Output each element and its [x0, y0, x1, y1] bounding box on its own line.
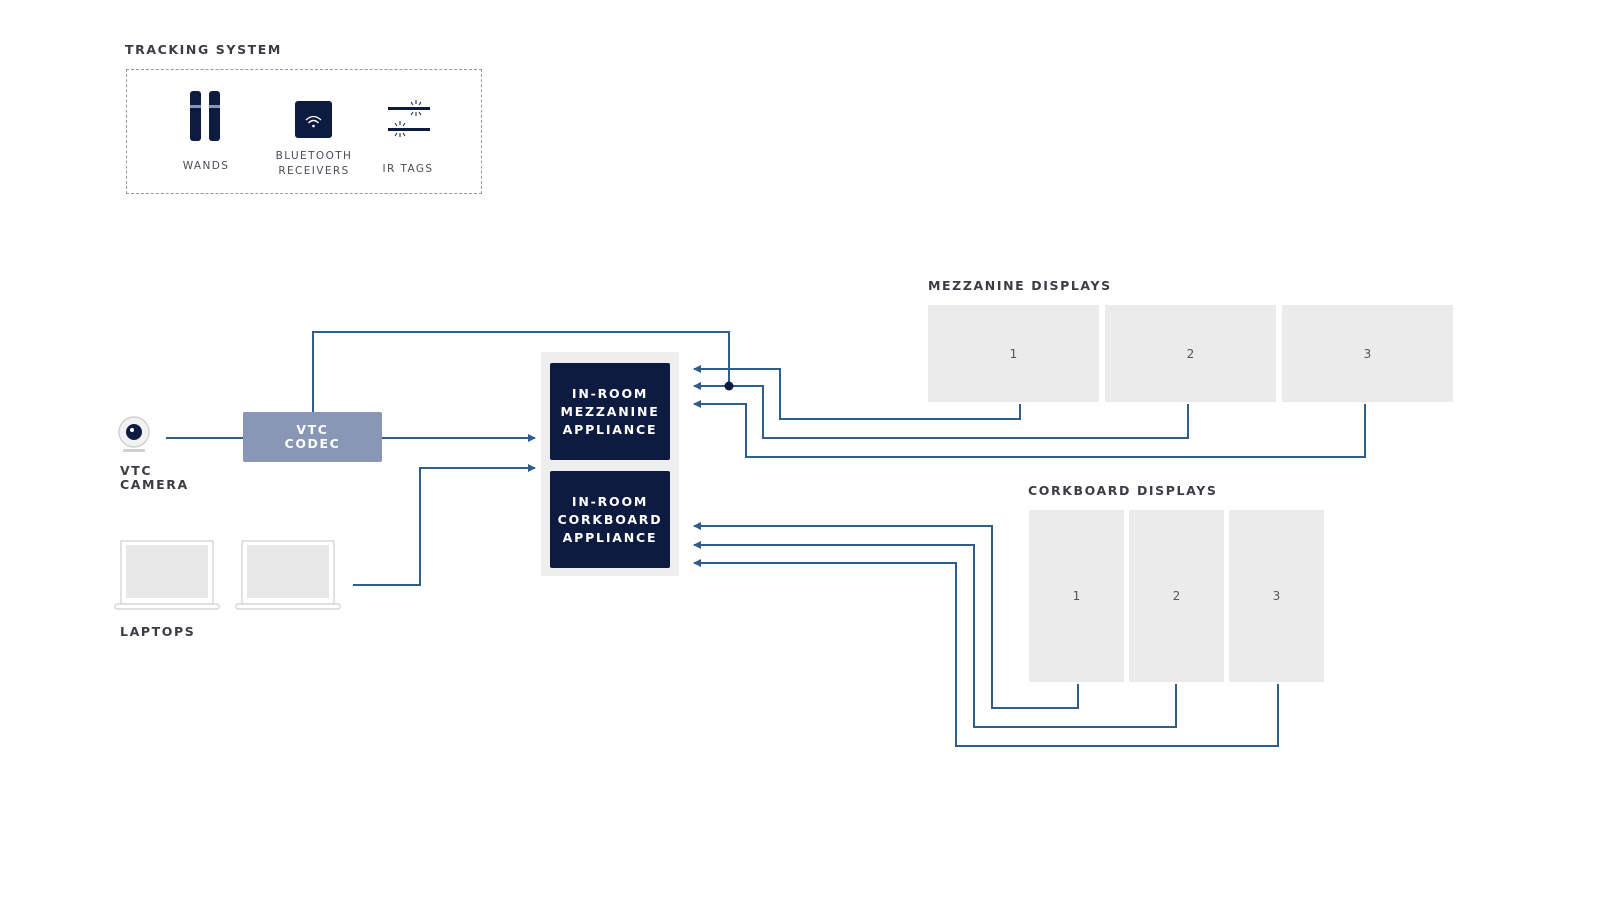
wire-cork-1 [693, 522, 1079, 709]
corkboard-display-2: 2 [1129, 510, 1224, 682]
bluetooth-receivers-label: BLUETOOTH RECEIVERS [275, 150, 353, 177]
wire-mezz-3 [693, 400, 1366, 458]
bluetooth-receiver-icon [295, 101, 332, 138]
webcam-icon [118, 416, 150, 452]
ir-tags-icon [388, 100, 430, 137]
corkboard-display-1: 1 [1029, 510, 1124, 682]
mezzanine-display-1: 1 [928, 305, 1099, 402]
ir-tags-label: IR TAGS [382, 163, 434, 175]
tracking-system-title: TRACKING SYSTEM [125, 42, 282, 57]
corkboard-displays-title: CORKBOARD DISPLAYS [1028, 483, 1218, 498]
vtc-camera-label: VTC CAMERA [120, 463, 189, 492]
mezzanine-display-2: 2 [1105, 305, 1276, 402]
tracking-system-box [126, 69, 482, 194]
mezzanine-appliance: IN-ROOM MEZZANINE APPLIANCE [550, 363, 670, 460]
laptops-label: LAPTOPS [120, 624, 196, 639]
mezzanine-displays-title: MEZZANINE DISPLAYS [928, 278, 1112, 293]
wire-laptops-appliance [353, 464, 536, 586]
corkboard-display-3: 3 [1229, 510, 1324, 682]
laptop-icon [235, 540, 341, 610]
corkboard-appliance: IN-ROOM CORKBOARD APPLIANCE [550, 471, 670, 568]
wire-mezz-2 [729, 385, 1189, 439]
wire-cork-2 [693, 541, 1177, 728]
laptop-icon [114, 540, 220, 610]
wire-mezz-1 [693, 365, 1021, 420]
mezzanine-display-3: 3 [1282, 305, 1453, 402]
vtc-codec: VTC CODEC [243, 412, 382, 462]
wire-codec-loop [312, 331, 730, 412]
wire-cork-3 [693, 559, 1279, 747]
wands-label: WANDS [182, 160, 230, 172]
junction-dot [724, 381, 734, 391]
wands-icon [190, 91, 220, 141]
